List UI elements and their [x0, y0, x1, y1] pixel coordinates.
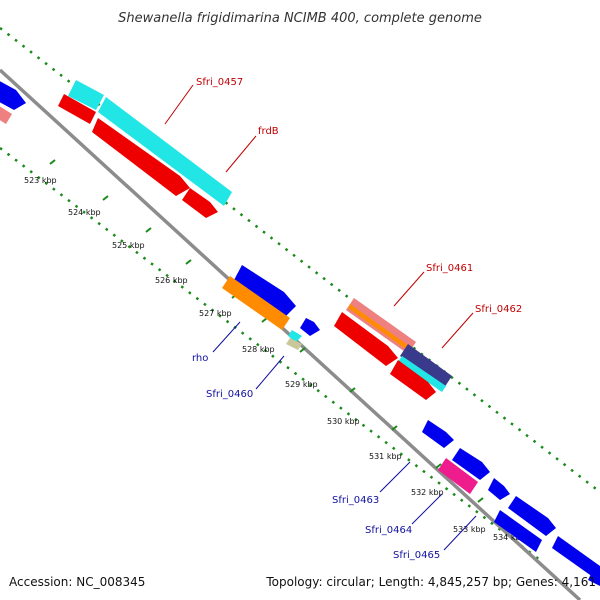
gene-feature [488, 478, 510, 500]
gene-feature [234, 265, 296, 316]
gene-sfri-0457-a [68, 80, 104, 110]
gene-feature [400, 344, 452, 388]
gene-feature [334, 312, 398, 366]
callout-line [164, 84, 194, 125]
gene-sfri-0464 [438, 458, 478, 494]
gene-labels: Sfri_0457 frdB Sfri_0461 Sfri_0462 rho S… [192, 77, 522, 561]
gene-feature [286, 338, 302, 350]
kbp-label-531: 531 kbp [369, 452, 402, 461]
topology-text: Topology: circular; Length: 4,845,257 bp… [265, 575, 596, 589]
tick-mark [477, 497, 484, 503]
kbp-label-527: 527 kbp [199, 309, 232, 318]
kbp-label-532: 532 kbp [411, 488, 444, 497]
gene-feature [390, 360, 436, 400]
tick-mark [49, 159, 56, 165]
gene-feature [452, 448, 490, 480]
label-sfri-0461: Sfri_0461 [426, 263, 473, 274]
tick-mark [299, 347, 306, 353]
tick-mark [145, 227, 152, 233]
label-sfri-0464: Sfri_0464 [365, 525, 412, 536]
kbp-label-529: 529 kbp [285, 380, 318, 389]
kbp-ticks: 523 kbp 524 kbp 525 kbp 526 kbp 527 kbp … [24, 159, 526, 542]
tick-mark [185, 259, 192, 265]
label-frdb: frdB [258, 126, 279, 137]
accession-text: Accession: NC_008345 [9, 575, 145, 589]
callout-line [225, 135, 257, 173]
kbp-label-534: 534 kbp [493, 533, 526, 542]
callout-line [443, 515, 477, 551]
gene-sfri-0463 [422, 420, 454, 448]
kbp-label-525: 525 kbp [112, 241, 145, 250]
gene-rho [222, 276, 290, 330]
label-sfri-0465: Sfri_0465 [393, 550, 440, 561]
gene-feature [552, 536, 600, 582]
map-title: Shewanella frigidimarina NCIMB 400, comp… [118, 11, 482, 26]
gene-frdb [92, 118, 190, 196]
kbp-label-523: 523 kbp [24, 176, 57, 185]
label-sfri-0460: Sfri_0460 [206, 389, 253, 400]
gene-sfri-0457-b [98, 97, 232, 206]
kbp-label-528: 528 kbp [242, 345, 275, 354]
gene-feature [58, 94, 96, 124]
callout-line [255, 355, 285, 390]
gene-feature [300, 318, 320, 336]
label-sfri-0457: Sfri_0457 [196, 77, 243, 88]
callout-line [441, 312, 474, 349]
tick-mark [102, 195, 109, 201]
gene-feature [0, 106, 12, 124]
gene-feature [182, 188, 218, 218]
tick-mark [435, 463, 442, 469]
tick-mark [349, 387, 356, 393]
callout-line [379, 461, 411, 493]
gene-sfri-0460 [288, 330, 302, 342]
gene-sfri-0462 [398, 356, 446, 392]
gene-feature [508, 496, 556, 536]
tick-mark [391, 425, 398, 431]
kbp-label-530: 530 kbp [327, 417, 360, 426]
kbp-label-524: 524 kbp [68, 208, 101, 217]
label-sfri-0463: Sfri_0463 [332, 495, 379, 506]
callout-line [393, 271, 425, 307]
gene-sfri-0465 [494, 510, 542, 552]
kbp-label-533: 533 kbp [453, 525, 486, 534]
gene-feature [0, 81, 26, 110]
label-sfri-0462: Sfri_0462 [475, 304, 522, 315]
callout-lines [164, 84, 477, 551]
gene-feature [348, 304, 412, 352]
label-rho: rho [192, 353, 208, 364]
gene-feature [588, 568, 600, 586]
gene-features [0, 80, 600, 586]
callout-line [411, 493, 443, 525]
kbp-label-526: 526 kbp [155, 276, 188, 285]
callout-line [212, 321, 241, 353]
